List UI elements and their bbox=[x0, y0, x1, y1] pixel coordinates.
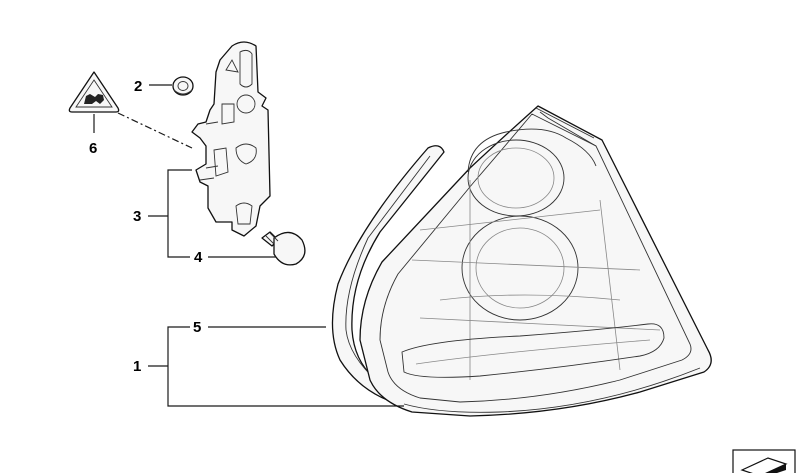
callout-2[interactable]: 2 bbox=[134, 78, 142, 95]
warning-label-part[interactable] bbox=[68, 71, 120, 113]
callout-6[interactable]: 6 bbox=[89, 140, 97, 157]
bulb-carrier-part[interactable] bbox=[191, 41, 271, 237]
callout-4[interactable]: 4 bbox=[194, 249, 203, 266]
grommet-part[interactable] bbox=[172, 76, 194, 96]
callout-5[interactable]: 5 bbox=[193, 319, 201, 336]
warning-symbol bbox=[84, 94, 104, 104]
warning-triangle-icon bbox=[68, 71, 120, 113]
dashdot-6 bbox=[117, 112, 193, 149]
callout-3[interactable]: 3 bbox=[133, 208, 141, 225]
leader-3 bbox=[167, 169, 192, 258]
warning-triangle-inner bbox=[75, 79, 113, 108]
arrow-logo-icon bbox=[732, 449, 796, 473]
callout-1[interactable]: 1 bbox=[133, 358, 141, 375]
tail-light-part[interactable] bbox=[331, 105, 712, 417]
bulb-part[interactable] bbox=[261, 231, 306, 266]
